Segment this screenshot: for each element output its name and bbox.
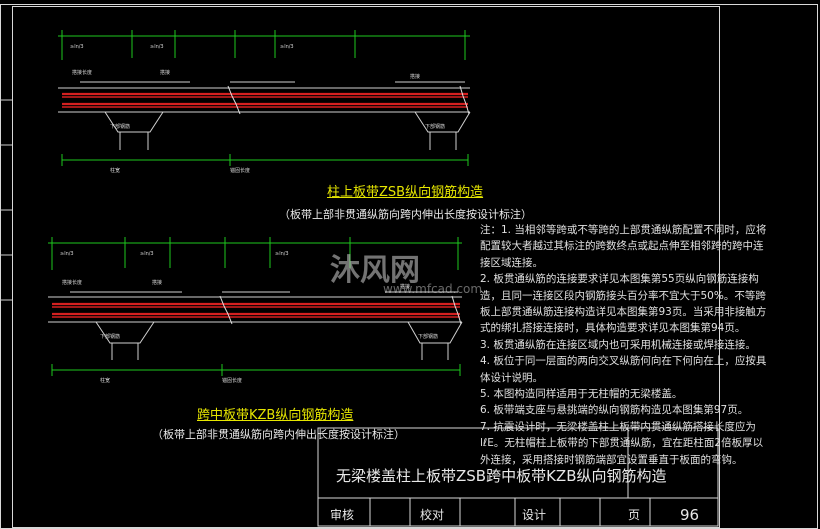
- svg-text:锚固长度: 锚固长度: [230, 167, 250, 174]
- svg-text:≥ln/3: ≥ln/3: [275, 251, 289, 257]
- note-item: 7. 抗震设计时，无梁楼盖柱上板带内贯通纵筋搭接长度应为lℓE。无柱帽柱上板带的…: [480, 420, 764, 466]
- svg-text:下部钢筋: 下部钢筋: [425, 123, 445, 130]
- svg-text:柱宽: 柱宽: [110, 167, 120, 174]
- zsb-subcaption: （板带上部非贯通纵筋向跨内伸出长度按设计标注）: [279, 208, 532, 221]
- svg-text:搭接: 搭接: [400, 283, 410, 290]
- svg-text:≥ln/3: ≥ln/3: [280, 44, 294, 50]
- design-label: 设计: [522, 508, 547, 522]
- svg-text:下部钢筋: 下部钢筋: [100, 333, 120, 340]
- svg-text:≥ln/3: ≥ln/3: [70, 44, 84, 50]
- kzb-detail: ≥ln/3≥ln/3≥ln/3 搭接长度搭接搭接 下部钢筋下部钢筋 锚固长度柱宽: [48, 237, 463, 384]
- zsb-caption: 柱上板带ZSB纵向钢筋构造: [327, 185, 484, 200]
- svg-text:搭接: 搭接: [152, 279, 162, 286]
- watermark-url: www.mfcad.com: [383, 282, 483, 296]
- svg-text:≥ln/3: ≥ln/3: [60, 251, 74, 257]
- svg-text:搭接: 搭接: [410, 73, 420, 80]
- notes-block: 注：1. 当相邻等跨或不等跨的上部贯通纵筋配置不同时，应将配置较大者越过其标注的…: [480, 222, 770, 468]
- note-item: 6. 板带端支座与悬挑端的纵向钢筋构造见本图集第97页。: [480, 404, 749, 417]
- note-item: 4. 板位于同一层面的两向交叉纵筋何向在下何向在上，应按具体设计说明。: [480, 355, 767, 384]
- svg-text:≥ln/3: ≥ln/3: [150, 44, 164, 50]
- note-item: 5. 本图构造同样适用于无柱帽的无梁楼盖。: [480, 388, 683, 401]
- svg-text:柱宽: 柱宽: [100, 377, 110, 384]
- kzb-caption: 跨中板带KZB纵向钢筋构造: [197, 408, 354, 423]
- page-label: 页: [628, 508, 641, 522]
- note-item: 注：1. 当相邻等跨或不等跨的上部贯通纵筋配置不同时，应将配置较大者越过其标注的…: [480, 224, 767, 269]
- svg-text:搭接长度: 搭接长度: [62, 279, 82, 286]
- svg-text:≥ln/3: ≥ln/3: [140, 251, 154, 257]
- note-item: 3. 板贯通纵筋在连接区域内也可采用机械连接或焊接连接。: [480, 338, 756, 351]
- inner-border: [12, 6, 720, 528]
- svg-text:搭接长度: 搭接长度: [72, 69, 92, 76]
- svg-text:下部钢筋: 下部钢筋: [418, 333, 438, 340]
- svg-text:搭接: 搭接: [160, 69, 170, 76]
- svg-text:锚固长度: 锚固长度: [222, 377, 242, 384]
- page-number: 96: [680, 506, 700, 524]
- zsb-detail: ≥ln/3≥ln/3≥ln/3 搭接长度搭接搭接 下部钢筋下部钢筋 锚固长度柱宽: [58, 30, 471, 174]
- note-item: 2. 板贯通纵筋的连接要求详见本图集第55页纵向钢筋连接构造，且同一连接区段内钢…: [480, 273, 767, 335]
- watermark-logo: 沐风网: [330, 253, 420, 288]
- review-label: 审核: [330, 508, 355, 522]
- title-block-title: 无梁楼盖柱上板带ZSB跨中板带KZB纵向钢筋构造: [336, 467, 667, 485]
- check-label: 校对: [420, 508, 445, 522]
- svg-text:下部钢筋: 下部钢筋: [110, 123, 130, 130]
- title-block-grid: [317, 427, 719, 527]
- kzb-subcaption: （板带上部非贯通纵筋向跨内伸出长度按设计标注）: [152, 428, 405, 441]
